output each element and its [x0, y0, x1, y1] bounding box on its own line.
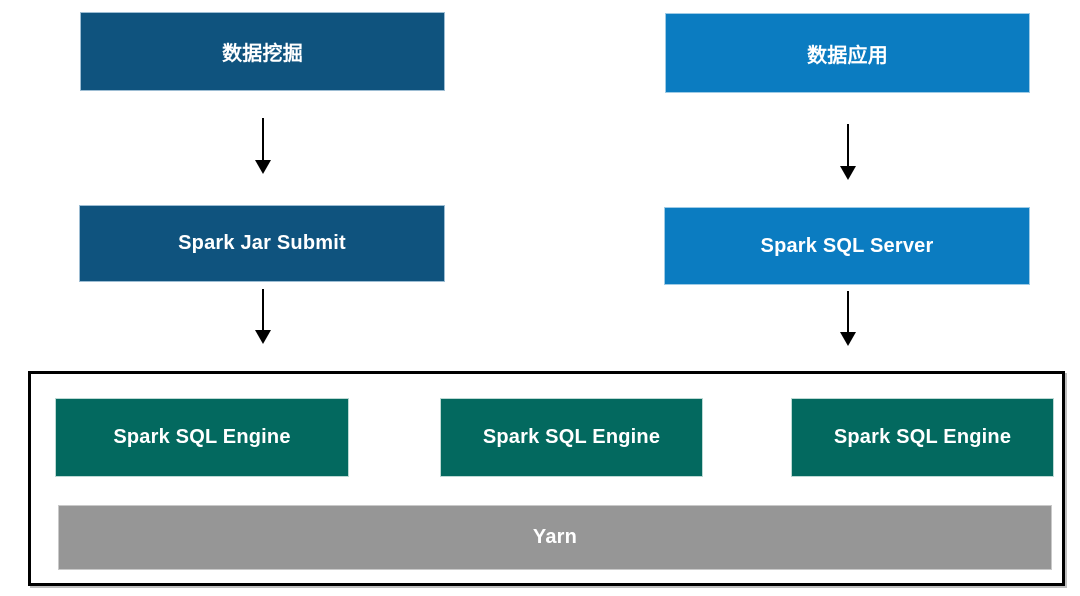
- node-spark-sql-engine-1-label: Spark SQL Engine: [113, 426, 291, 448]
- arrow-shaft: [262, 118, 264, 160]
- node-spark-sql-engine-1: Spark SQL Engine: [55, 398, 349, 477]
- node-yarn: Yarn: [58, 505, 1052, 570]
- node-spark-sql-server: Spark SQL Server: [664, 207, 1030, 285]
- spark-cluster-container: Spark SQL Engine Spark SQL Engine Spark …: [28, 371, 1065, 586]
- arrow-head: [255, 330, 271, 344]
- node-data-mining-label: 数据挖掘: [222, 43, 303, 65]
- arrow-shaft: [847, 124, 849, 166]
- node-spark-jar-submit-label: Spark Jar Submit: [178, 232, 346, 254]
- arrow-head: [840, 166, 856, 180]
- arrow-shaft: [262, 289, 264, 330]
- arrow-down-icon: [840, 124, 856, 180]
- node-spark-sql-engine-2-label: Spark SQL Engine: [482, 426, 661, 448]
- arrow-down-icon: [255, 289, 271, 344]
- arrow-down-icon: [255, 118, 271, 174]
- arrow-shaft: [847, 291, 849, 332]
- node-spark-sql-engine-2: Spark SQL Engine: [440, 398, 703, 477]
- node-data-application-label: 数据应用: [807, 44, 888, 67]
- arrow-head: [255, 160, 271, 174]
- node-yarn-label: Yarn: [532, 526, 578, 548]
- node-spark-sql-server-label: Spark SQL Server: [760, 234, 934, 257]
- node-data-mining: 数据挖掘: [80, 12, 445, 91]
- arrow-head: [840, 332, 856, 346]
- node-spark-sql-engine-3-label: Spark SQL Engine: [833, 426, 1012, 448]
- node-spark-jar-submit: Spark Jar Submit: [79, 205, 445, 282]
- node-data-application: 数据应用: [665, 13, 1030, 93]
- arrow-down-icon: [840, 291, 856, 346]
- node-spark-sql-engine-3: Spark SQL Engine: [791, 398, 1054, 477]
